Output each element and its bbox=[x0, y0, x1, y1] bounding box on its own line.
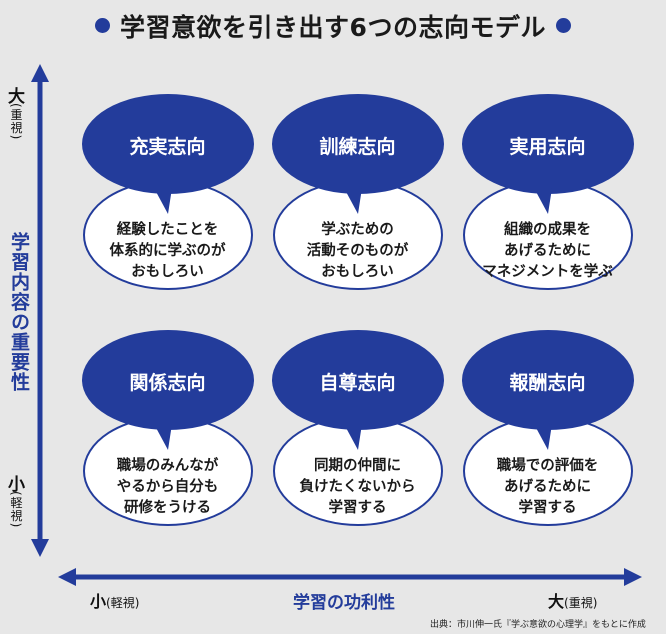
x-axis-arrow-right-icon bbox=[624, 568, 642, 586]
orientation-description: 学ぶための活動そのものがおもしろい bbox=[306, 222, 409, 280]
orientation-description: 職場のみんながやるから自分も研修をうける bbox=[116, 458, 219, 516]
bubble-shape bbox=[462, 330, 634, 526]
orientation-name: 報酬志向 bbox=[509, 372, 586, 394]
cell-training: 訓練志向 学ぶための活動そのものがおもしろい bbox=[270, 92, 445, 322]
y-axis-arrow-top-icon bbox=[31, 64, 49, 82]
x-axis-left-label: 小(軽視) bbox=[90, 592, 140, 611]
orientation-name: 関係志向 bbox=[129, 372, 206, 394]
bubble-shape bbox=[462, 94, 634, 290]
bullet-dot-icon bbox=[95, 18, 111, 33]
cell-practical: 実用志向 組織の成果をあげるためにマネジメントを学ぶ bbox=[460, 92, 635, 322]
bubble-shape bbox=[272, 94, 444, 290]
orientation-description: 同期の仲間に負けたくないから学習する bbox=[299, 458, 416, 516]
bullet-dot-icon bbox=[555, 18, 571, 33]
orientation-description: 職場での評価をあげるために学習する bbox=[496, 458, 599, 516]
x-axis-right-label: 大(重視) bbox=[548, 592, 598, 611]
orientation-name: 訓練志向 bbox=[319, 136, 396, 158]
cell-reward: 報酬志向 職場での評価をあげるために学習する bbox=[460, 328, 635, 558]
x-axis-arrow-left-icon bbox=[58, 568, 76, 586]
bubble-shape bbox=[82, 94, 254, 290]
y-axis-top-paren: (重視) bbox=[9, 103, 23, 141]
orientation-name: 実用志向 bbox=[509, 136, 586, 158]
orientation-name: 自尊志向 bbox=[319, 372, 396, 394]
y-axis-arrow-bottom-icon bbox=[31, 539, 49, 557]
y-axis-top-label: 大 bbox=[8, 87, 25, 107]
cell-relationship: 関係志向 職場のみんながやるから自分も研修をうける bbox=[80, 328, 255, 558]
orientation-description: 経験したことを体系的に学ぶのがおもしろい bbox=[109, 222, 226, 280]
y-axis-title: 学習内容の重要性 bbox=[8, 232, 30, 392]
bubble-shape bbox=[82, 330, 254, 526]
orientation-name: 充実志向 bbox=[129, 136, 206, 158]
orientation-description: 組織の成果をあげるためにマネジメントを学ぶ bbox=[482, 222, 613, 280]
y-axis-bottom-paren: (軽視) bbox=[9, 491, 23, 529]
cell-fulfillment: 充実志向 経験したことを体系的に学ぶのがおもしろい bbox=[80, 92, 255, 322]
y-axis-bottom-label: 小 bbox=[8, 475, 25, 495]
diagram-title: 学習意欲を引き出す6つの志向モデル bbox=[0, 8, 666, 44]
x-axis-title: 学習の功利性 bbox=[293, 593, 395, 613]
title-text: 学習意欲を引き出す6つの志向モデル bbox=[120, 13, 546, 42]
bubble-shape bbox=[272, 330, 444, 526]
cell-self-esteem: 自尊志向 同期の仲間に負けたくないから学習する bbox=[270, 328, 445, 558]
source-note: 出典：市川伸一氏『学ぶ意欲の心理学』をもとに作成 bbox=[430, 620, 646, 630]
